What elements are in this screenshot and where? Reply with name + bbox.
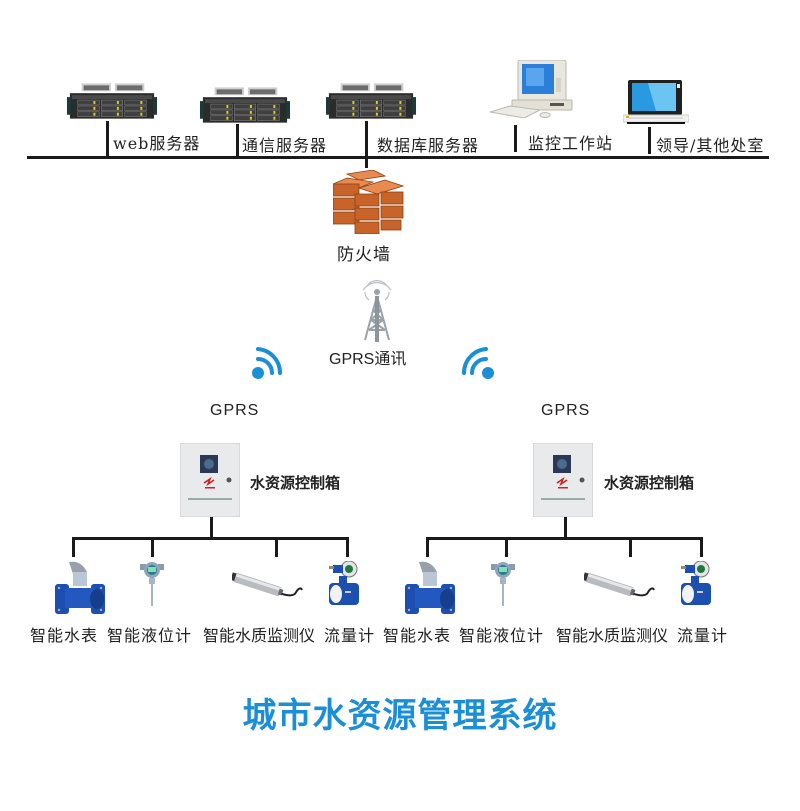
device-label: 智能液位计 [107, 626, 193, 645]
drop-water-meter [72, 537, 75, 557]
comm-server-label: 通信服务器 [242, 136, 328, 155]
signal-icon-right [462, 345, 496, 381]
device-water-meter[interactable] [405, 560, 457, 616]
control-cabinet-icon [533, 443, 593, 517]
node-comm-server[interactable] [199, 86, 291, 126]
signal-icon-left [250, 345, 282, 381]
gprs-label: GPRS [210, 402, 260, 419]
flowmeter-icon [328, 561, 360, 606]
control-cabinet-icon [180, 443, 240, 517]
device-label: 智能液位计 [459, 626, 545, 645]
monitor-station-label: 监控工作站 [528, 134, 614, 153]
radio-tower-icon [362, 280, 392, 342]
node-leader-office[interactable] [623, 80, 689, 126]
drop-level-gauge [505, 537, 508, 557]
flowmeter-icon [680, 561, 712, 606]
control-box[interactable] [180, 443, 240, 517]
drop-level-gauge [151, 537, 154, 557]
device-label: 智能水表 [30, 626, 99, 645]
gprs-label: GPRS [541, 402, 591, 419]
backbone-line [27, 156, 769, 159]
level-gauge-icon [140, 562, 164, 606]
device-quality-probe[interactable] [584, 570, 656, 604]
level-gauge-icon [491, 562, 515, 606]
node-monitor-station[interactable] [490, 60, 582, 118]
drop-quality-probe [629, 537, 632, 557]
control-box-label: 水资源控制箱 [604, 474, 695, 492]
device-label: 流量计 [324, 626, 376, 645]
device-label: 智能水质监测仪 [203, 626, 316, 645]
drop-flowmeter [346, 537, 349, 557]
drop-quality-probe [275, 537, 278, 557]
monitor-station-drop [514, 125, 517, 152]
desktop-computer-icon [490, 60, 573, 118]
firewall[interactable] [333, 170, 409, 234]
drop-flowmeter [700, 537, 703, 557]
db-server-label: 数据库服务器 [377, 136, 480, 155]
control-box-label: 水资源控制箱 [250, 474, 341, 492]
control-box-stem [210, 517, 213, 539]
device-level-gauge[interactable] [491, 561, 515, 609]
web-server-label: web服务器 [113, 134, 201, 153]
gprs-tower[interactable] [357, 272, 397, 344]
device-quality-probe[interactable] [232, 570, 304, 604]
node-db-server[interactable] [325, 82, 417, 122]
device-label: 智能水质监测仪 [556, 626, 669, 645]
device-water-meter[interactable] [55, 560, 107, 616]
brick-wall-icon [333, 170, 405, 234]
laptop-icon [623, 80, 689, 124]
device-flowmeter[interactable] [679, 561, 715, 607]
comm-server-drop [236, 124, 239, 157]
device-label: 流量计 [677, 626, 729, 645]
device-level-gauge[interactable] [140, 561, 164, 609]
control-box-stem [564, 517, 567, 539]
rack-server-icon [325, 82, 417, 120]
water-quality-probe-icon [232, 570, 304, 599]
gprs-tower-label: GPRS通讯 [329, 351, 407, 368]
web-server-drop [106, 121, 109, 157]
device-flowmeter[interactable] [327, 561, 363, 607]
device-bus [72, 537, 349, 540]
leader-office-label: 领导/其他处室 [656, 136, 765, 155]
water-meter-icon [55, 561, 105, 614]
control-box[interactable] [533, 443, 593, 517]
rack-server-icon [66, 82, 158, 120]
node-web-server[interactable] [66, 82, 158, 122]
db-server-drop [365, 121, 368, 157]
rack-server-icon [199, 86, 291, 124]
firewall-label: 防火墙 [337, 245, 391, 265]
leader-office-drop [648, 127, 651, 154]
water-quality-probe-icon [584, 570, 656, 599]
device-label: 智能水表 [383, 626, 452, 645]
drop-water-meter [426, 537, 429, 557]
water-meter-icon [405, 561, 455, 614]
device-bus [426, 537, 703, 540]
firewall-drop [365, 158, 368, 168]
page-title: 城市水资源管理系统 [242, 696, 558, 736]
